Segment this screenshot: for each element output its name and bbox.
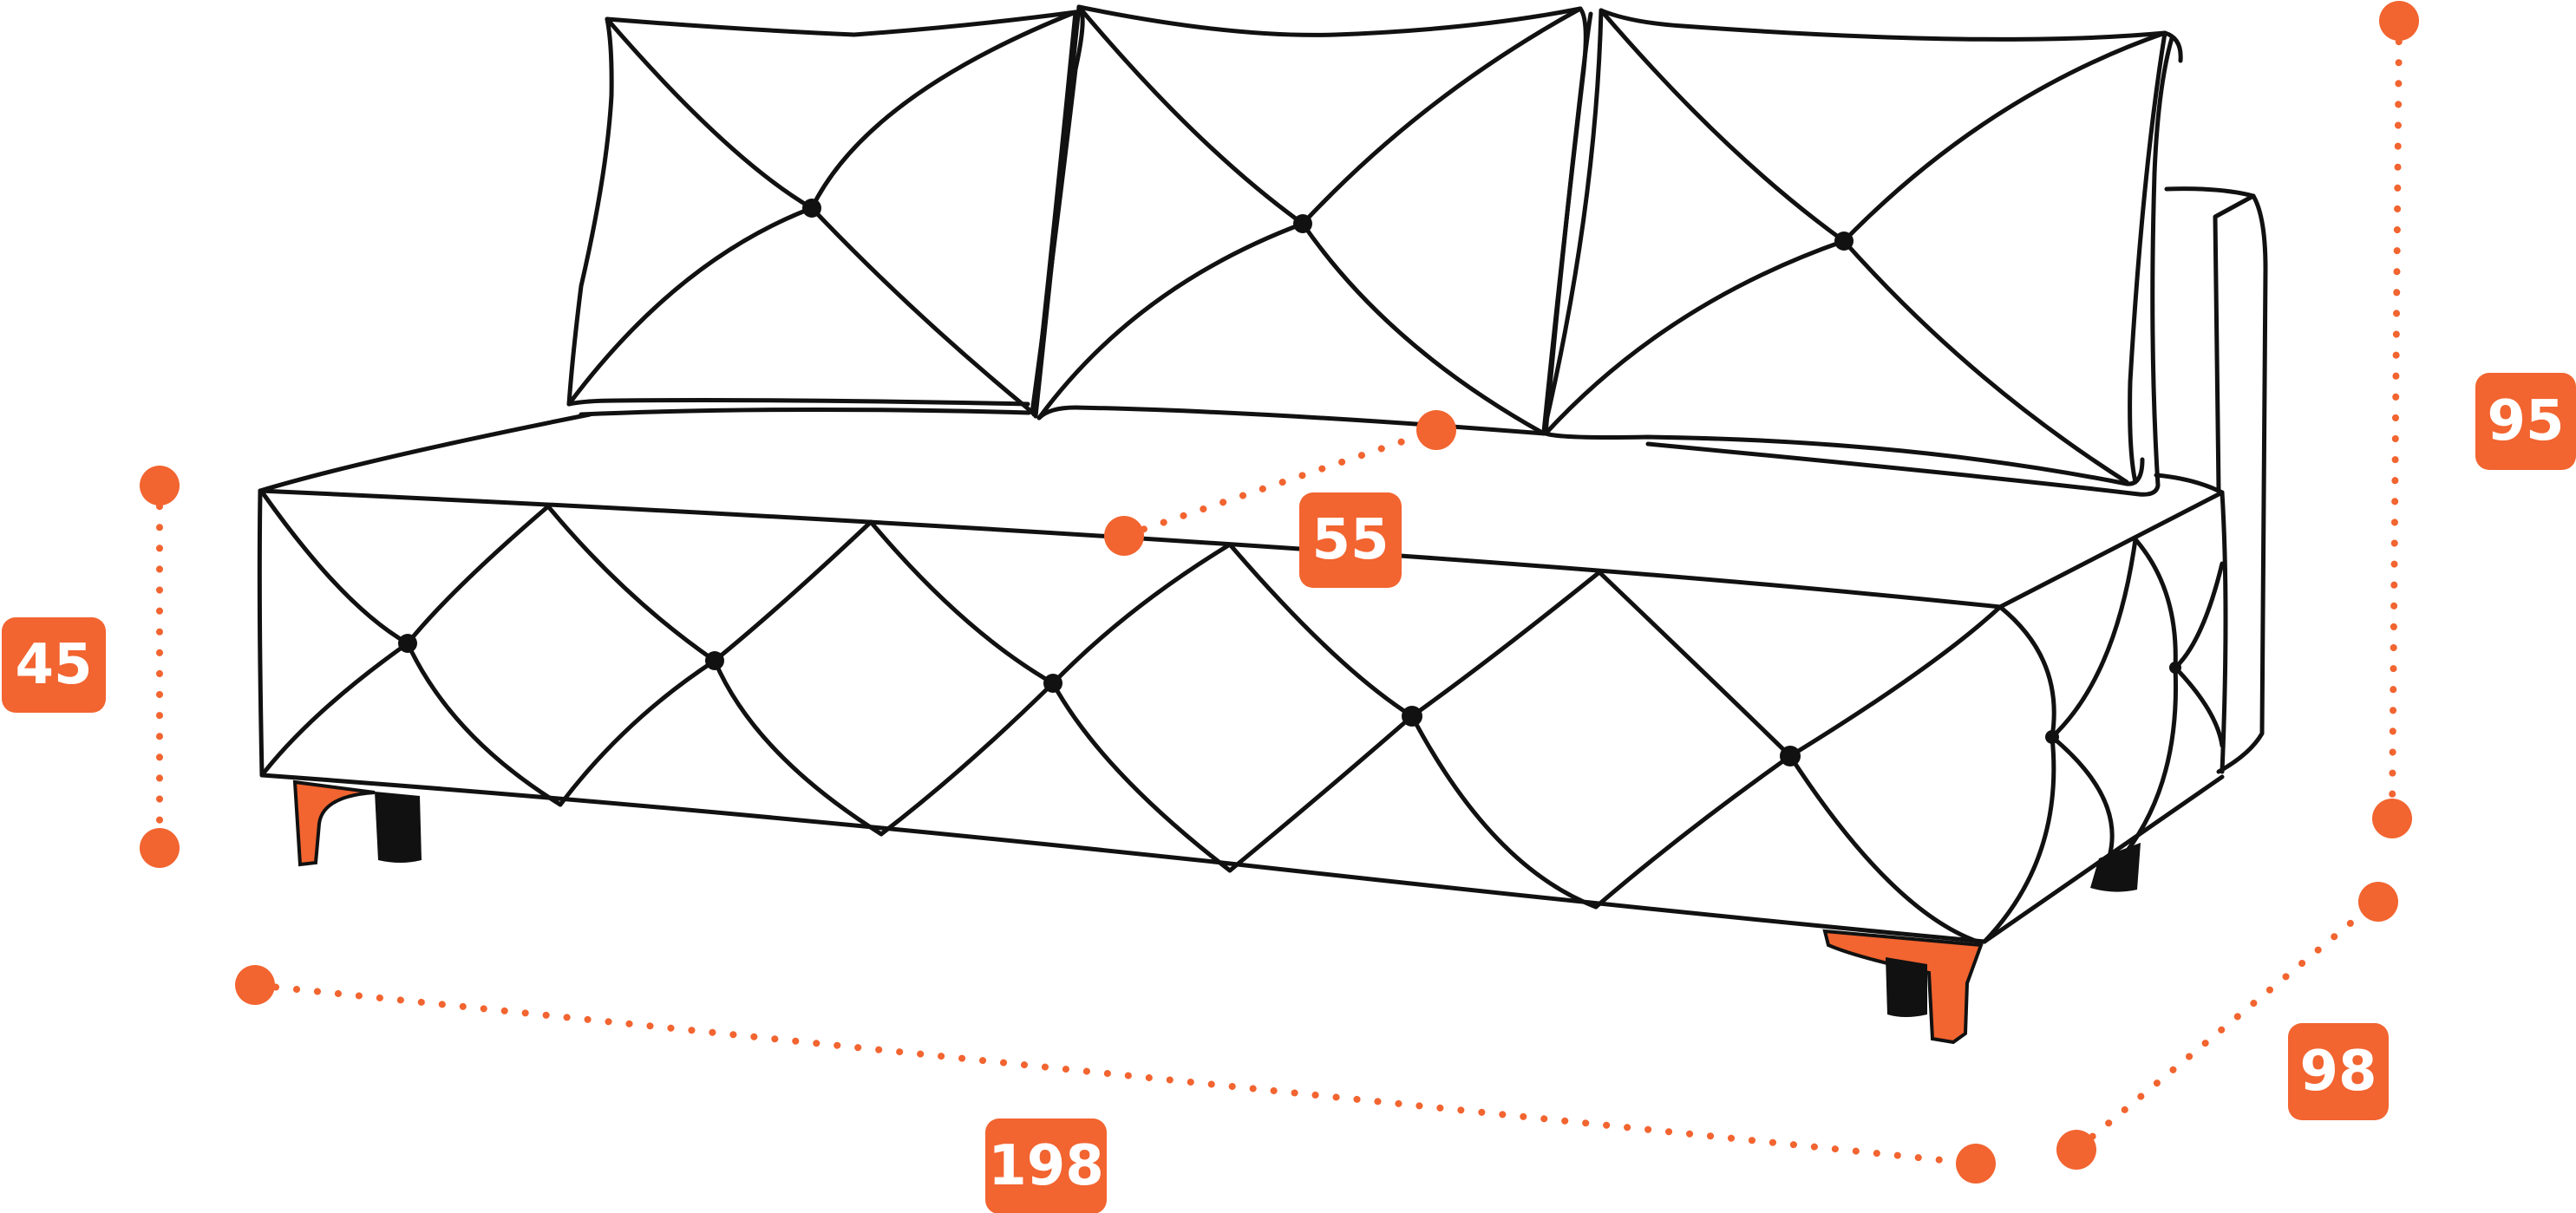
back-cushion-right [1541, 8, 2183, 497]
leg-front-left [292, 779, 376, 867]
side-panel-right [2154, 186, 2268, 774]
leg-inner-right [1886, 957, 1927, 1017]
button-tufts [398, 199, 2181, 766]
leg-back-left [375, 792, 422, 863]
tuft-button [1402, 706, 1422, 727]
dimension-endpoint [1416, 410, 1456, 450]
tuft-button [1293, 214, 1312, 233]
tuft-button [398, 634, 417, 653]
dimension-endpoint [1956, 1144, 1996, 1184]
tuft-button [705, 651, 724, 670]
depth-value: 98 [2299, 1040, 2377, 1104]
dimension-lines [140, 1, 2419, 1184]
seat-side-right [1982, 490, 2228, 944]
back-cushion-middle [1030, 4, 1588, 436]
seat-height-dimension [140, 466, 180, 868]
tuft-button [1834, 232, 1854, 251]
seat-depth-label: 55 [1299, 492, 1402, 588]
dimension-endpoint [140, 828, 180, 868]
tuft-button [802, 199, 821, 218]
tuft-button [2045, 730, 2059, 744]
height-dimension [2372, 1, 2419, 838]
width-value: 198 [988, 1134, 1104, 1198]
width-dimension [235, 965, 1996, 1184]
seat-front [257, 488, 2003, 944]
seat-height-label: 45 [2, 617, 106, 713]
depth-dimension [2056, 882, 2398, 1170]
height-value: 95 [2487, 389, 2564, 453]
seat-height-value: 45 [15, 633, 92, 697]
dimension-endpoint [2379, 1, 2419, 41]
tuft-button [1043, 674, 1062, 693]
width-label: 198 [985, 1118, 1107, 1213]
sofa-outline [257, 4, 2268, 944]
tuft-button [1780, 746, 1801, 766]
tuft-button [2169, 662, 2181, 674]
sofa-legs [292, 779, 2141, 1045]
leg-back-right [2090, 843, 2141, 892]
dimension-endpoint [2372, 799, 2412, 838]
seat-top [258, 412, 2225, 610]
dimension-endpoint [140, 466, 180, 505]
dimension-endpoint [2056, 1130, 2096, 1170]
seat-depth-value: 55 [1311, 508, 1389, 572]
depth-label: 98 [2288, 1023, 2389, 1120]
height-label: 95 [2475, 373, 2576, 470]
dimension-endpoint [1104, 516, 1144, 556]
dimension-endpoint [235, 965, 275, 1005]
dimension-endpoint [2358, 882, 2398, 922]
seat-depth-dimension [1104, 410, 1456, 556]
back-cushion-left [566, 10, 1078, 417]
